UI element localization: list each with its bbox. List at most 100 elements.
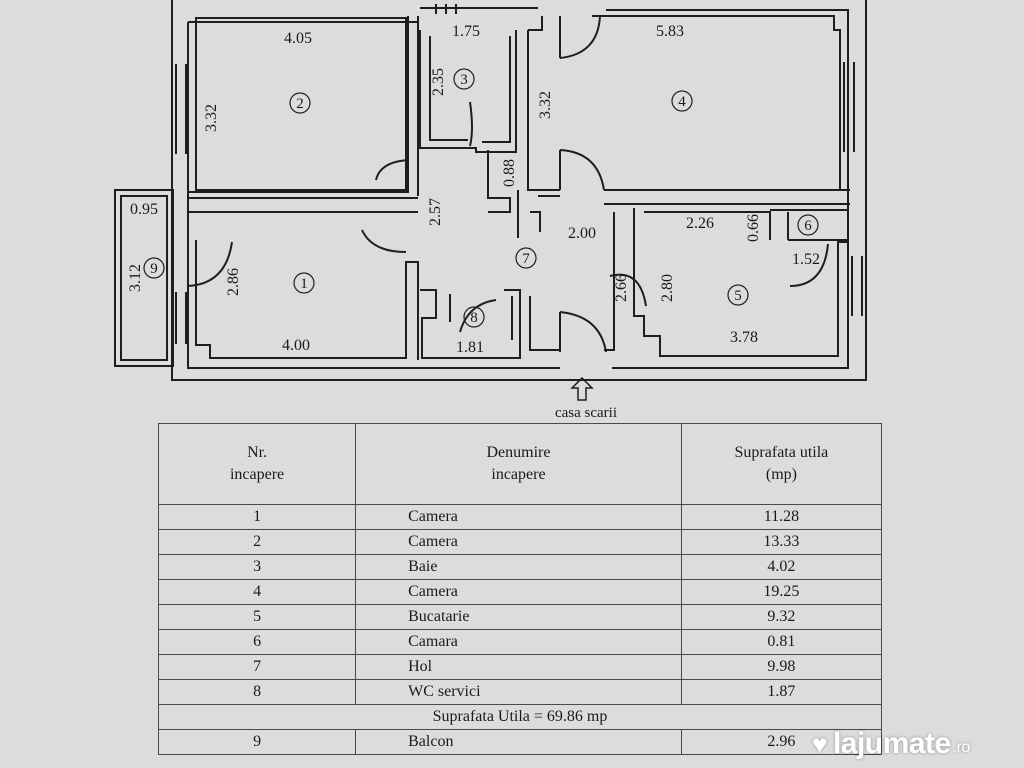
door-hall-4 <box>559 149 605 191</box>
room-6-walls <box>770 209 848 241</box>
row-nr: 8 <box>157 679 357 705</box>
heart-icon: ♥ <box>812 728 827 759</box>
header-room-area-line1: Suprafata utila <box>734 444 829 461</box>
window-2 <box>175 64 187 154</box>
total-row: Suprafata Utila = 69.86 mp <box>158 704 882 730</box>
row-area: 9.98 <box>680 654 883 680</box>
entrance-walls <box>529 212 615 351</box>
dim-r5-226: 2.26 <box>686 215 714 232</box>
dim-r2-height: 3.32 <box>203 104 220 132</box>
door-6 <box>789 243 829 287</box>
header-room-name-line1: Denumire <box>486 444 551 461</box>
room-number-5-circle <box>727 284 749 306</box>
balcony-outline <box>114 189 174 367</box>
door-1 <box>361 229 407 253</box>
dim-r4-width: 5.83 <box>656 23 684 40</box>
header-room-number: Nr. incapere <box>157 423 357 505</box>
room-4-walls <box>527 15 850 191</box>
row-area: 11.28 <box>680 504 883 530</box>
window-3 <box>435 4 457 14</box>
watermark-tld: .ro <box>952 739 971 756</box>
window-5 <box>851 256 863 316</box>
room-number-6: 6 <box>804 218 812 234</box>
header-room-area: Suprafata utila (mp) <box>680 423 883 505</box>
room-number-2: 2 <box>296 96 304 112</box>
row-area: 2.96 <box>680 729 883 755</box>
row-area: 9.32 <box>680 604 883 630</box>
room-8-walls <box>420 289 521 359</box>
room-2-walls <box>188 16 419 196</box>
row-name: Camara <box>355 629 682 655</box>
dim-balcony-width: 0.95 <box>130 201 158 218</box>
entrance-caption: casa scarii <box>555 405 617 420</box>
row-nr: 5 <box>157 604 357 630</box>
floor-plan: 4.05 3.32 1.75 2.35 5.83 3.32 0.88 0.95 … <box>114 0 867 420</box>
window-1 <box>175 292 187 344</box>
dim-hall-257: 2.57 <box>427 198 444 226</box>
room-1-walls <box>195 240 419 360</box>
row-nr: 6 <box>157 629 357 655</box>
room-number-9-circle <box>143 257 165 279</box>
table-header-row: Nr. incapere Denumire incapere Suprafata… <box>157 423 883 505</box>
door-5 <box>609 273 647 307</box>
watermark-brand: lajumate <box>832 727 951 760</box>
room-number-3-circle <box>453 68 475 90</box>
room-number-7-circle <box>515 247 537 269</box>
window-4 <box>843 62 855 152</box>
room-number-4: 4 <box>678 94 686 110</box>
room-number-1-circle <box>293 272 315 294</box>
door-2 <box>375 159 409 181</box>
dim-hall-266: 2.66 <box>613 274 630 302</box>
table-row-balcony: 9 Balcon 2.96 <box>157 729 883 755</box>
header-room-number-line1: Nr. <box>247 444 268 461</box>
dim-r6-152: 1.52 <box>792 251 820 268</box>
row-name: Camera <box>355 504 682 530</box>
row-nr: 9 <box>157 729 357 755</box>
room-number-7: 7 <box>522 251 530 267</box>
wall-2-1 <box>188 197 418 213</box>
row-name: Camera <box>355 579 682 605</box>
room-number-4-circle <box>671 90 693 112</box>
header-room-name-line2: incapere <box>491 466 546 483</box>
row-area: 13.33 <box>680 529 883 555</box>
hall-walls <box>487 150 541 238</box>
room-number-2-circle <box>289 92 311 114</box>
room-2-inner <box>195 17 407 191</box>
dim-r1-286: 2.86 <box>225 268 242 296</box>
row-area: 1.87 <box>680 679 883 705</box>
door-balcony <box>187 241 233 287</box>
dim-hall-088: 0.88 <box>501 159 518 187</box>
row-name: WC servici <box>355 679 682 705</box>
total-area: Suprafata Utila = 69.86 mp <box>158 704 882 730</box>
room-number-5: 5 <box>734 288 742 304</box>
row-nr: 1 <box>157 504 357 530</box>
entrance-arrow-icon <box>570 376 594 401</box>
dim-r8-181: 1.81 <box>456 339 484 356</box>
room-number-6-circle <box>797 214 819 236</box>
room-number-9: 9 <box>150 261 158 277</box>
door-8 <box>459 299 497 333</box>
dim-r3-height: 2.35 <box>430 68 447 96</box>
dim-r5-280: 2.80 <box>659 274 676 302</box>
header-room-name: Denumire incapere <box>355 423 682 505</box>
row-name: Balcon <box>355 729 682 755</box>
row-name: Hol <box>355 654 682 680</box>
dim-r2-width: 4.05 <box>284 30 312 47</box>
header-room-number-line2: incapere <box>229 466 285 483</box>
dim-r6-066: 0.66 <box>745 214 762 242</box>
dim-r1-width: 4.00 <box>282 337 310 354</box>
dim-r3-width: 1.75 <box>452 23 480 40</box>
row-name: Bucatarie <box>355 604 682 630</box>
room-number-3: 3 <box>460 72 468 88</box>
row-area: 0.81 <box>680 629 883 655</box>
door-4 <box>559 15 601 59</box>
inner-wall-outline <box>187 7 849 369</box>
room-number-8: 8 <box>470 310 478 326</box>
room-3-walls <box>419 30 517 153</box>
